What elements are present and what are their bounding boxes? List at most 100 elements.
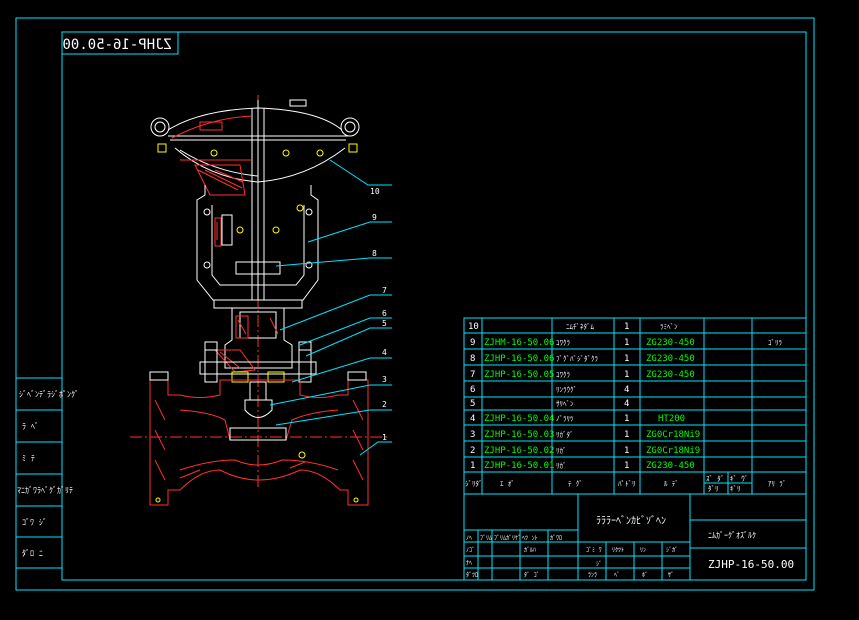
bom-no: 2 [470, 446, 475, 456]
bom-code: ZJHM-16-50.06 [484, 338, 554, 348]
bom-no: 1 [470, 461, 475, 471]
bom-name: ｻﾘﾍﾞﾝ [556, 400, 574, 408]
title-cell: ﾗﾝﾗ [588, 572, 597, 579]
bom-code: ZJHP-16-50.04 [484, 414, 554, 424]
bom-qty: 4 [624, 385, 629, 395]
bom-header-unit: ﾀﾞﾘ [708, 485, 719, 493]
title-cell: ｼﾞｶﾞ [666, 547, 678, 554]
leader-label-2: 2 [382, 400, 387, 409]
leader-label-9: 9 [372, 213, 377, 222]
bom-material: ZG0Cr18Ni9 [646, 430, 700, 440]
left-block-label-6: ﾀﾞﾛ ﾆ [22, 549, 43, 558]
title-cell: ｶﾞﾜﾛ [550, 535, 562, 542]
bom-header-code: ｴ ｵﾞ [500, 480, 515, 488]
leader-label-6: 6 [382, 309, 387, 318]
bom-table-grid [463, 317, 807, 495]
company-name: ﾆﾑｶﾞｰｸﾞｵｽﾞﾙｸ [708, 531, 756, 540]
bom-material: ZG230-450 [646, 461, 695, 471]
bom-name: ﾆﾑﾁﾞﾈﾀﾞﾑ [566, 323, 594, 331]
leader-label-8: 8 [372, 249, 377, 258]
bom-qty: 1 [624, 354, 629, 364]
bom-qty: 1 [624, 338, 629, 348]
bom-code: ZJHP-16-50.06 [484, 354, 554, 364]
bom-code: ZJHP-16-50.02 [484, 446, 554, 456]
bom-no: 5 [470, 399, 475, 409]
title-cell: ｺﾞﾐ ﾜ [586, 547, 602, 554]
title-cell: ｼﾞ [596, 561, 602, 568]
bom-header: ｼﾞﾘﾀﾞ ｴ ｵﾞ ﾃ ｸﾞ ﾊﾟﾄﾞﾘ ﾙ ﾃﾞ ｽﾞ ﾀﾞ ｷﾞ ｳﾞ ﾀ… [465, 475, 786, 493]
bom-qty: 1 [624, 370, 629, 380]
title-cell: ﾌﾞﾘﾑ [480, 535, 492, 542]
left-block-label-4: ﾏﾆｶﾞﾜﾗﾍﾞｸﾞｶﾞﾘﾃ [17, 486, 73, 495]
leader-label-1: 1 [382, 433, 387, 442]
bom-material: ZG230-450 [646, 370, 695, 380]
bom-no: 4 [470, 414, 475, 424]
bom-no: 10 [468, 322, 479, 332]
leader-label-7: 7 [382, 286, 387, 295]
bom-material: ZG230-450 [646, 338, 695, 348]
bom-no: 7 [470, 370, 475, 380]
bom-material: ﾗﾐﾍﾞﾝ [660, 323, 678, 331]
bom-name: ﾘｶﾞﾀﾞ [556, 431, 574, 439]
drawing-title: ﾗﾗﾗｰﾍﾞﾝｶﾋﾞｿﾞﾍﾝ [596, 515, 666, 527]
bom-qty: 4 [624, 399, 629, 409]
bom-name: ﾌﾞｸﾞﾊﾞｼﾞﾀﾞｸﾗ [556, 355, 598, 363]
drawing-frame [15, 17, 815, 591]
title-cell: ﾍﾞ [614, 572, 620, 579]
bom-name: ｺﾜｸﾗ [556, 339, 570, 347]
bom-qty: 1 [624, 430, 629, 440]
title-cell: ﾌﾞﾘﾑｶﾞﾘｹﾞ [494, 535, 521, 542]
left-block-label-1: ｼﾞﾍﾞﾝﾃﾞﾗｼﾞﾎﾟﾝｸﾞ [19, 390, 79, 399]
title-cell: ﾉｺﾞ [466, 547, 475, 554]
leader-label-10: 10 [370, 187, 380, 196]
bom-qty: 1 [624, 322, 629, 332]
bom-code: ZJHP-16-50.01 [484, 461, 554, 471]
title-cell: ﾘｸﾂﾄ [612, 547, 624, 554]
bom-header-qty: ﾊﾟﾄﾞﾘ [618, 480, 636, 488]
bom-qty: 1 [624, 461, 629, 471]
left-block-label-5: ｺﾞﾜ ｼﾞ [22, 518, 47, 527]
title-block-cells: ﾉﾍ ﾌﾞﾘﾑ ﾌﾞﾘﾑｶﾞﾘｹﾞ ﾍﾂ ﾝﾄ ｶﾞﾜﾛ ﾉｺﾞ ｶﾞﾙﾊ ﾅﾍ… [466, 535, 678, 579]
bom-qty: 1 [624, 414, 629, 424]
title-cell: ﾍﾂ ﾝﾄ [522, 535, 538, 542]
bom-rows: 10 ﾆﾑﾁﾞﾈﾀﾞﾑ 1 ﾗﾐﾍﾞﾝ 9 ZJHM-16-50.06 ｺﾜｸﾗ… [468, 322, 782, 471]
bom-name: ｺﾜｸﾗ [556, 371, 570, 379]
bom-no: 3 [470, 430, 475, 440]
left-block-label-3: ﾐ ﾃ [22, 454, 35, 463]
title-cell: ﾀﾞﾂﾛ [466, 572, 478, 579]
bom-name: ﾘﾝﾗｳｸﾞ [556, 386, 577, 394]
leader-label-4: 4 [382, 348, 387, 357]
bom-header-no: ｼﾞﾘﾀﾞ [465, 480, 483, 488]
bom-material: ZG0Cr18Ni9 [646, 446, 700, 456]
bom-name: ﾘｶﾞ [556, 447, 567, 455]
valve-assembly-drawing [130, 95, 392, 506]
title-block-grid [463, 493, 807, 581]
bom-header-w1: ｽﾞ ﾀﾞ [706, 475, 724, 483]
mirrored-drawing-number: ZJHP-16-50.00 [62, 37, 172, 53]
left-block [15, 377, 63, 569]
bom-no: 6 [470, 385, 475, 395]
bom-no: 9 [470, 338, 475, 348]
leader-label-5: 5 [382, 319, 387, 328]
bom-code: ZJHP-16-50.03 [484, 430, 554, 440]
left-block-label-2: ﾗ ﾍﾞ [22, 422, 39, 431]
title-cell: ﾘﾝ [640, 547, 646, 554]
title-cell: ｶﾞﾙﾊ [524, 547, 536, 554]
title-cell: ﾉﾍ [466, 535, 472, 542]
title-cell: ﾅﾍ [466, 560, 472, 567]
leader-label-3: 3 [382, 375, 387, 384]
title-cell: ｻﾞ [668, 572, 674, 579]
bom-header-note: ｱﾘ ﾗﾞ [768, 480, 786, 488]
bom-name: ﾉﾞﾗﾘﾂ [556, 415, 574, 423]
bom-material: HT200 [658, 414, 685, 424]
bom-header-w2: ｷﾞ ｳﾞ [730, 475, 748, 483]
bom-note: ｺﾞﾘﾗ [768, 339, 782, 347]
drawing-number: ZJHP-16-50.00 [708, 558, 794, 571]
bom-name: ﾘｶﾞ [556, 462, 567, 470]
bom-header-name: ﾃ ｸﾞ [568, 480, 583, 488]
bom-code: ZJHP-16-50.05 [484, 370, 554, 380]
title-cell: ﾎﾞ [642, 572, 648, 579]
bom-header-total: ｷﾞﾘ [730, 485, 741, 493]
title-cell: ﾀﾞ ｺﾞ [524, 572, 540, 579]
